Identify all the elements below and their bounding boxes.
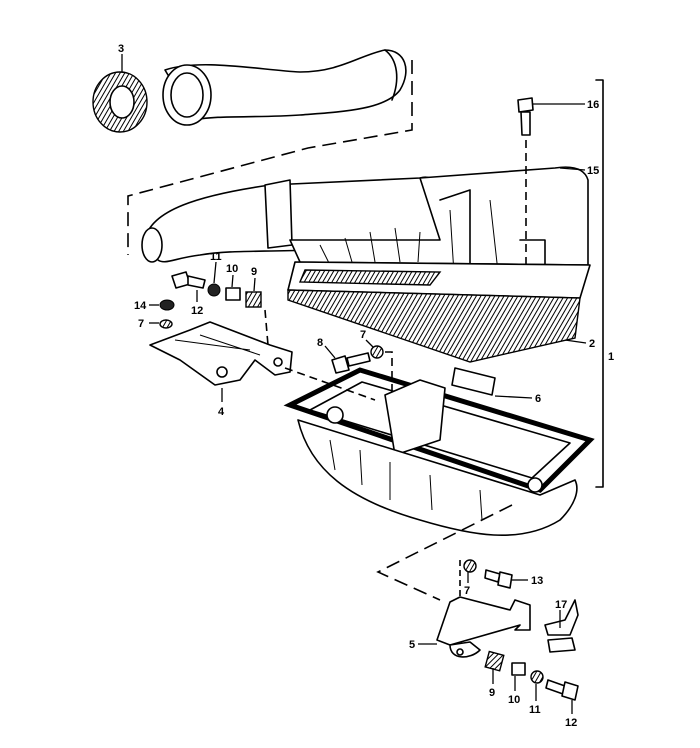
nut-part-7-center	[370, 345, 384, 359]
callout-9-lower: 9	[489, 687, 495, 699]
callout-8: 8	[317, 337, 323, 349]
callout-4: 4	[218, 406, 225, 418]
bolt-part-16	[517, 97, 534, 270]
callout-16: 16	[587, 99, 599, 111]
filter-element-part-2	[287, 261, 591, 363]
callout-11-lower: 11	[529, 704, 541, 716]
mounting-bracket-part-5	[436, 596, 531, 658]
washer-part-11-lower	[530, 670, 544, 684]
spacer-part-10-lower	[511, 662, 526, 676]
leader-lines	[121, 54, 587, 714]
callout-13: 13	[531, 575, 543, 587]
bolt-part-12-lower	[545, 679, 579, 701]
callout-5: 5	[409, 639, 415, 651]
washer-part-11-left	[207, 283, 221, 297]
mounting-bracket-part-4	[149, 321, 293, 386]
bolt-part-12-left	[171, 271, 206, 289]
bushing-part-9-lower	[484, 650, 505, 672]
callout-7-lower: 7	[464, 585, 470, 597]
filter-housing-lower	[283, 367, 595, 536]
callout-1: 1	[608, 351, 614, 363]
callout-10-upper: 10	[226, 263, 238, 275]
intake-hose-upper	[162, 49, 407, 126]
callout-17: 17	[555, 599, 567, 611]
nut-part-7-left	[159, 319, 173, 329]
filter-housing-cover-part-15	[141, 166, 589, 301]
bolt-part-13	[484, 569, 513, 589]
nut-part-7-lower	[463, 559, 477, 573]
callout-7-left: 7	[138, 318, 144, 330]
assembly-bracket-part-1	[595, 79, 604, 488]
callout-2: 2	[589, 338, 595, 350]
callout-14: 14	[134, 300, 147, 312]
callout-3: 3	[118, 43, 124, 55]
callout-15: 15	[587, 165, 599, 177]
clip-part-17	[544, 599, 579, 653]
grommet-part-3	[92, 71, 148, 133]
callout-12-lower: 12	[565, 717, 577, 729]
callout-11-upper: 11	[210, 251, 222, 263]
bushing-part-9-left	[245, 291, 262, 308]
callout-6: 6	[535, 393, 541, 405]
spacer-part-10-left	[225, 287, 241, 301]
callout-7-center: 7	[360, 329, 366, 341]
nut-part-14	[159, 299, 175, 311]
callout-9-upper: 9	[251, 266, 257, 278]
bolt-part-8	[331, 352, 371, 374]
callout-10-lower: 10	[508, 694, 520, 706]
callout-12-upper: 12	[191, 305, 203, 317]
